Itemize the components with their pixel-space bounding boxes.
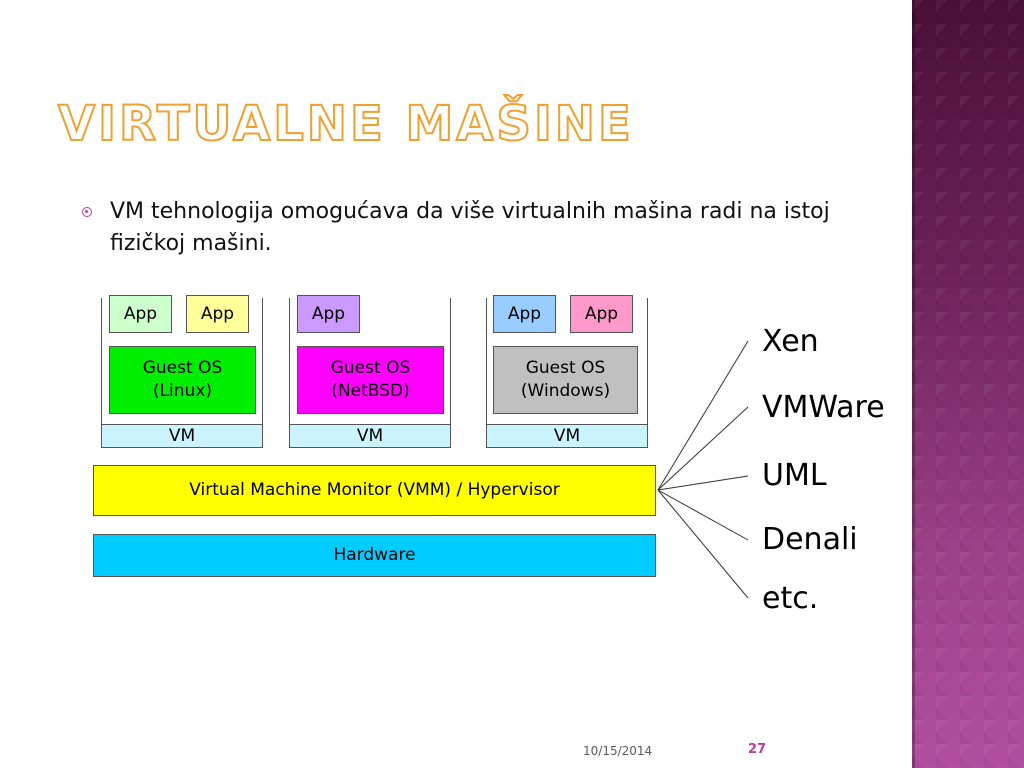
app-box: App	[493, 295, 556, 333]
footer-date: 10/15/2014	[583, 744, 653, 758]
guest-os-name: (NetBSD)	[331, 381, 410, 401]
vm-frame-netbsd	[289, 298, 451, 424]
connector-line	[657, 406, 749, 491]
connector-line	[657, 489, 749, 541]
vm-frame-linux	[101, 298, 263, 424]
example-etc: etc.	[762, 581, 819, 616]
app-box: App	[297, 295, 360, 333]
hardware-box: Hardware	[93, 534, 656, 577]
example-xen: Xen	[762, 324, 819, 359]
decorative-sidebar	[912, 0, 1024, 768]
bullet-point: VM tehnologija omogućava da više virtual…	[82, 196, 852, 260]
guest-os-linux: Guest OS (Linux)	[109, 346, 256, 414]
guest-os-label: Guest OS	[525, 358, 606, 378]
page-number: 27	[748, 742, 767, 757]
vm-bar: VM	[486, 424, 648, 448]
example-denali: Denali	[762, 522, 858, 557]
connector-line	[657, 340, 749, 491]
example-uml: UML	[762, 458, 827, 493]
bullet-icon	[82, 207, 92, 217]
guest-os-name: (Linux)	[152, 381, 213, 401]
vm-frame-windows	[486, 298, 648, 424]
guest-os-label: Guest OS	[142, 358, 223, 378]
guest-os-label: Guest OS	[330, 358, 411, 378]
guest-os-name: (Windows)	[520, 381, 611, 401]
guest-os-netbsd: Guest OS (NetBSD)	[297, 346, 444, 414]
bullet-text: VM tehnologija omogućava da više virtual…	[110, 199, 830, 256]
hypervisor-box: Virtual Machine Monitor (VMM) / Hypervis…	[93, 465, 656, 516]
guest-os-windows: Guest OS (Windows)	[493, 346, 638, 414]
connector-line	[657, 489, 749, 599]
slide-title: VIRTUALNE MAŠINE	[57, 96, 634, 152]
vm-bar: VM	[101, 424, 263, 448]
app-box: App	[570, 295, 633, 333]
vm-bar: VM	[289, 424, 451, 448]
app-box: App	[186, 295, 249, 333]
app-box: App	[109, 295, 172, 333]
example-vmware: VMWare	[762, 390, 885, 425]
connector-line	[657, 475, 749, 491]
